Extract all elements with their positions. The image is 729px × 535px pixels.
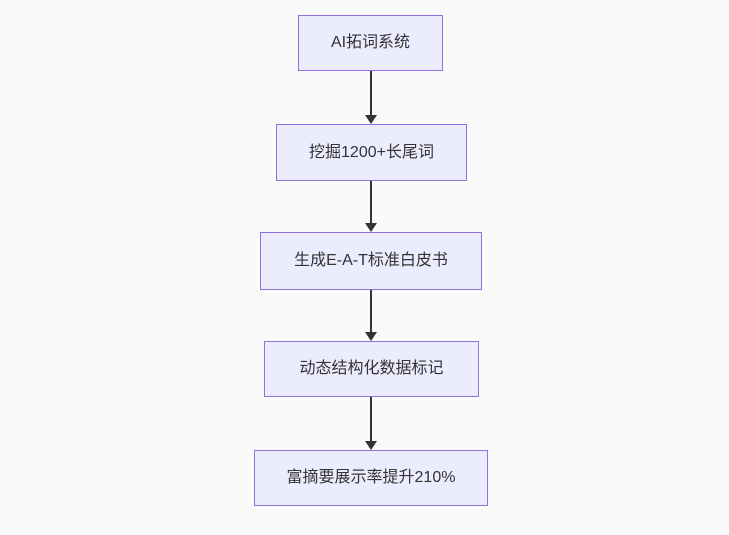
- flow-node-ai-keyword-system: AI拓词系统: [298, 15, 443, 71]
- node-label: AI拓词系统: [330, 34, 411, 52]
- arrowhead-down-icon: [365, 441, 377, 450]
- flow-node-eat-whitepaper: 生成E-A-T标准白皮书: [260, 232, 482, 290]
- arrow-line: [370, 397, 372, 443]
- flow-arrow-2: [362, 181, 380, 232]
- arrowhead-down-icon: [365, 223, 377, 232]
- arrow-line: [370, 290, 372, 334]
- node-label: 动态结构化数据标记: [299, 360, 444, 378]
- node-label: 生成E-A-T标准白皮书: [294, 252, 448, 270]
- arrowhead-down-icon: [365, 332, 377, 341]
- flow-node-longtail-mining: 挖掘1200+长尾词: [276, 124, 467, 181]
- flow-node-structured-data-markup: 动态结构化数据标记: [264, 341, 479, 397]
- node-label: 挖掘1200+长尾词: [309, 143, 434, 161]
- node-label: 富摘要展示率提升210%: [286, 469, 456, 487]
- flow-arrow-3: [362, 290, 380, 341]
- flow-arrow-4: [362, 397, 380, 450]
- arrow-line: [370, 71, 372, 117]
- flow-node-rich-snippet-uplift: 富摘要展示率提升210%: [254, 450, 488, 506]
- arrowhead-down-icon: [365, 115, 377, 124]
- arrow-line: [370, 181, 372, 225]
- flow-arrow-1: [362, 71, 380, 124]
